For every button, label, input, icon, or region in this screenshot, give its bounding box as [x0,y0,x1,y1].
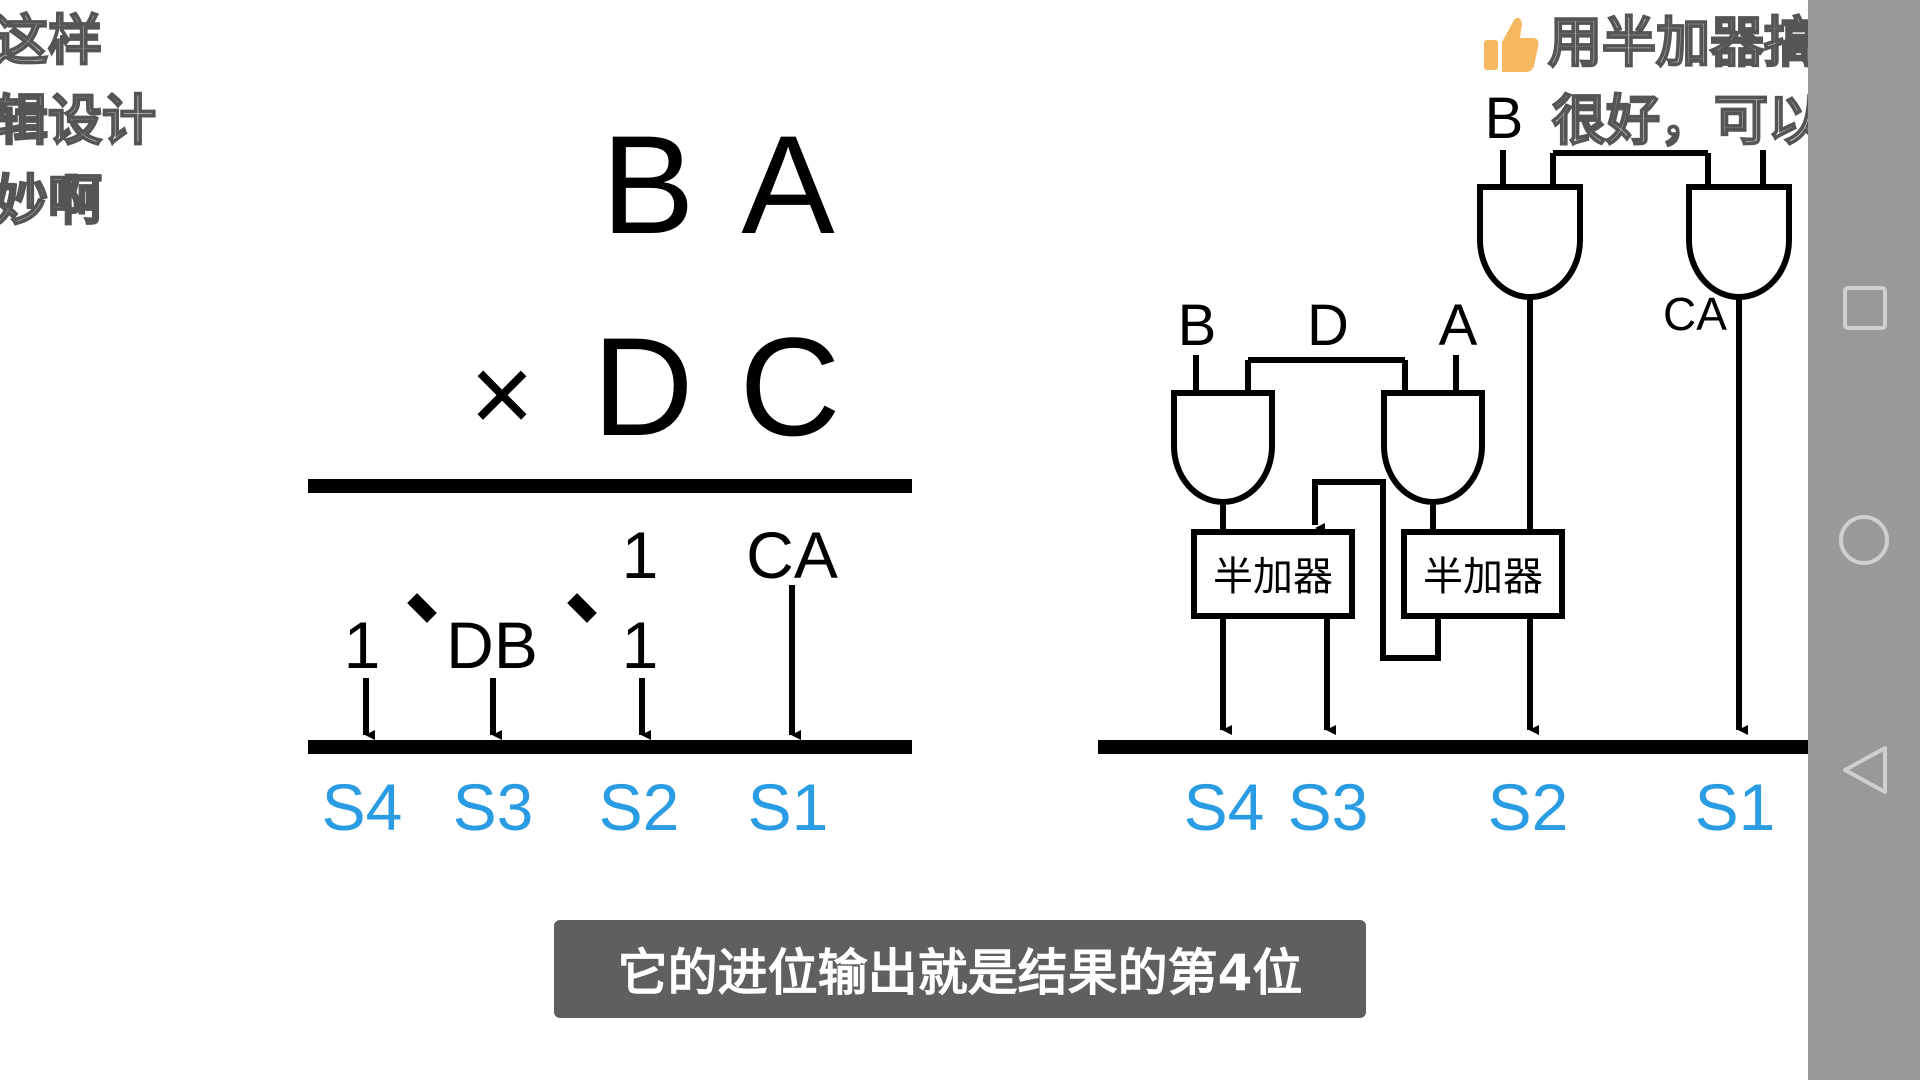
circuit-output-s2: S2 [1488,770,1569,844]
multiplicand-b: B [601,106,694,263]
multiplier-d: D [592,308,693,465]
label-ca: CA [1663,288,1727,340]
danmaku-left-3: 妙啊 [0,169,103,232]
product-ca: CA [746,518,838,592]
thumbs-up-icon [1484,17,1539,72]
carry-one-bottom: 1 [622,608,659,682]
home-button[interactable] [1808,490,1920,590]
circuit-labels: B B D A CA 半加器 半加器 S4 S3 S2 S1 [1178,86,1776,844]
label-d: D [1307,293,1349,358]
circuit-output-s4: S4 [1184,770,1265,844]
half-adder-right [1401,529,1565,619]
wire-carry-feedback [1312,479,1441,661]
half-adder-left [1191,529,1355,619]
system-navigation-bar [1808,0,1920,1080]
carry-tick-2 [567,593,597,623]
carry-tick-1 [407,593,437,623]
label-b-lower: B [1178,293,1217,358]
half-adder-left-label: 半加器 [1213,555,1333,599]
half-adder-right-label: 半加器 [1423,555,1543,599]
label-a-lower: A [1439,293,1478,358]
circuit-diagram [1171,150,1792,735]
circuit-output-s1: S1 [1695,770,1776,844]
danmaku-left-1: 这样 [0,9,103,72]
multiplier-c: C [739,308,840,465]
circle-icon [1839,515,1889,565]
circuit-output-s3: S3 [1288,770,1369,844]
subtitle-text: 它的进位输出就是结果的第4位 [617,944,1303,1002]
product-db: DB [446,608,538,682]
and-gate-upper-left [1477,184,1583,300]
result-divider [308,740,912,754]
circuit-result-bar [1098,740,1820,754]
output-s3: S3 [453,770,534,844]
multiplicand-a: A [741,106,835,263]
back-button[interactable] [1808,720,1920,820]
and-gate-lower-right [1381,390,1485,505]
subtitle-box: 它的进位输出就是结果的第4位 [554,920,1366,1018]
multiplication-diagram: B A × D C 1 CA 1 DB 1 S4 S3 S2 S1 [308,106,912,844]
recent-apps-button[interactable] [1808,260,1920,360]
output-s4: S4 [322,770,403,844]
output-s2: S2 [599,770,680,844]
triangle-back-icon [1843,746,1887,794]
carry-one-top: 1 [622,518,659,592]
and-gate-upper-right [1686,184,1792,300]
multiply-divider [308,479,912,493]
label-b-upper: B [1485,86,1524,151]
and-gate-lower-left [1171,390,1275,505]
output-s1: S1 [748,770,829,844]
lesson-canvas: B A × D C 1 CA 1 DB 1 S4 S3 S2 S1 [308,17,1820,844]
square-icon [1843,286,1887,330]
danmaku-left-2: 辑设计 [0,89,157,152]
carry-one-s4: 1 [344,608,381,682]
times-sign: × [470,333,534,456]
